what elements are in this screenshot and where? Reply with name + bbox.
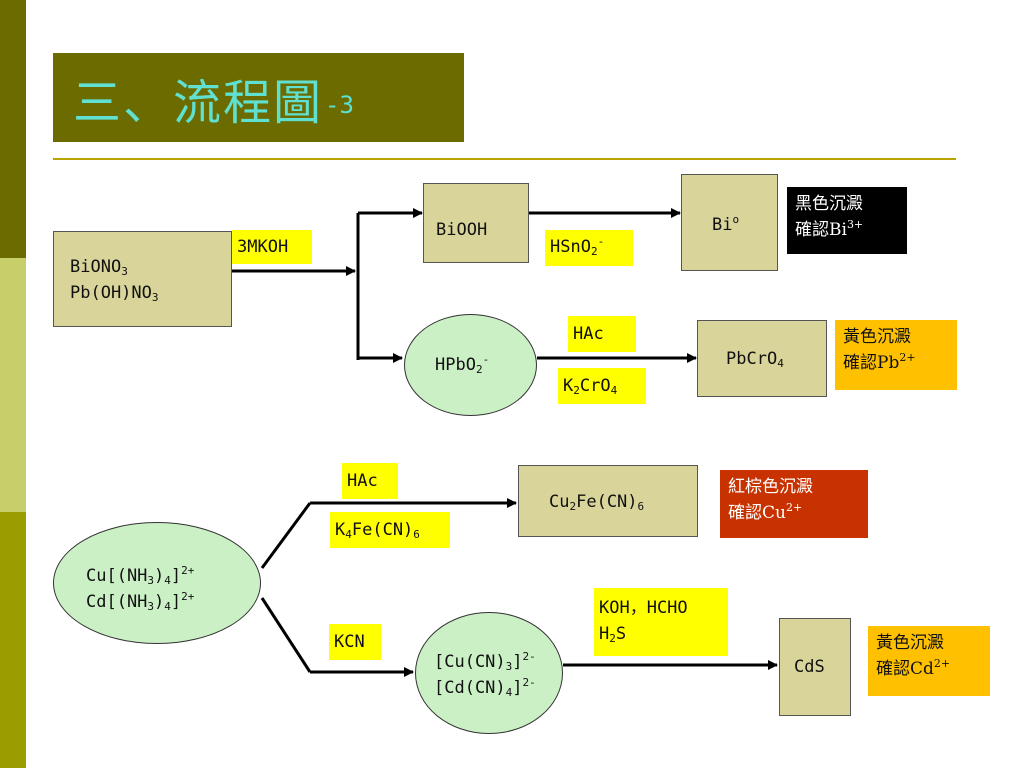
- cds-box: CdS: [779, 618, 851, 716]
- page-title: 三、流程圖: [73, 74, 324, 131]
- note-bi-line-2: 確認Bi3+: [795, 218, 864, 240]
- cu2fecn6-box: Cu2Fe(CN)6: [518, 465, 698, 537]
- cu-cd-ammine-ellipse: Cu[(NH3)4]2+ Cd[(NH3)4]2+: [53, 522, 261, 644]
- title-divider: [53, 158, 956, 160]
- note-cu-line-1: 紅棕色沉澱: [728, 477, 813, 497]
- page-title-suffix: -3: [325, 90, 354, 119]
- start-compound-box: BiONO3 Pb(OH)NO3: [53, 231, 232, 327]
- side-bar-light: [0, 258, 26, 512]
- note-cd-confirm: 黃色沉澱 確認Cd2+: [868, 626, 990, 696]
- bi-metal-text: Bio: [712, 213, 740, 235]
- side-bar-dark: [0, 0, 26, 258]
- reagent-hac-bottom-label: HAc: [342, 463, 398, 499]
- reagent-hac-top-label: HAc: [568, 316, 636, 352]
- note-cu-line-2: 確認Cu2+: [728, 501, 803, 523]
- note-cu-confirm: 紅棕色沉澱 確認Cu2+: [720, 470, 868, 538]
- start-line-1: BiONO3: [70, 257, 128, 278]
- cyanide-line-1: [Cu(CN)3]2-: [434, 650, 536, 673]
- hpbo2-ellipse: HPbO2-: [404, 314, 537, 416]
- bioh-product-text: BiOOH: [436, 220, 488, 240]
- reagent-h2s-line: H2S: [599, 624, 627, 645]
- bi-metal-box: Bio: [681, 174, 778, 271]
- reagent-koh-hcho-line: KOH，HCHO: [599, 598, 688, 618]
- note-cd-line-2: 確認Cd2+: [876, 657, 951, 679]
- note-pb-line-1: 黃色沉澱: [843, 327, 911, 347]
- reagent-k2cro4-label: K2CrO4: [558, 368, 646, 404]
- note-pb-line-2: 確認Pb2+: [843, 351, 916, 373]
- reagent-kcn-label: KCN: [329, 624, 381, 660]
- pbcro4-box: PbCrO4: [697, 320, 827, 397]
- reagent-koh-hcho-h2s-label: KOH，HCHO H2S: [594, 588, 728, 656]
- side-bar-mid: [0, 512, 26, 768]
- reagent-hsno2-label: HSnO2-: [545, 230, 633, 266]
- cyanide-line-2: [Cd(CN)4]2-: [434, 676, 536, 699]
- reagent-3mkoh-label: 3MKOH: [232, 230, 312, 264]
- pbcro4-text: PbCrO4: [726, 349, 784, 370]
- ammine-line-1: Cu[(NH3)4]2+: [86, 564, 195, 587]
- cyanide-complex-ellipse: [Cu(CN)3]2- [Cd(CN)4]2-: [415, 612, 563, 734]
- note-cd-line-1: 黃色沉澱: [876, 633, 944, 653]
- ammine-line-2: Cd[(NH3)4]2+: [86, 590, 195, 613]
- bioh-product-box: BiOOH: [423, 183, 529, 263]
- note-bi-line-1: 黑色沉澱: [795, 194, 863, 214]
- start-line-2: Pb(OH)NO3: [70, 283, 159, 304]
- reagent-k4fecn6-label: K4Fe(CN)6: [330, 512, 450, 548]
- cu2fecn6-text: Cu2Fe(CN)6: [549, 492, 645, 513]
- cds-text: CdS: [794, 657, 825, 677]
- note-pb-confirm: 黃色沉澱 確認Pb2+: [835, 320, 957, 390]
- hpbo2-text: HPbO2-: [435, 353, 490, 376]
- note-bi-confirm: 黑色沉澱 確認Bi3+: [787, 187, 907, 254]
- title-banner: 三、流程圖 -3: [53, 53, 464, 142]
